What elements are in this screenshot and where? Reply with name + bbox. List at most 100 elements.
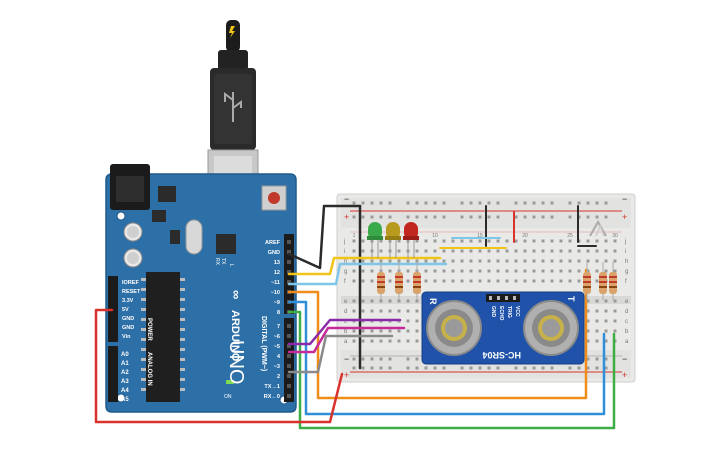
breadboard-hole[interactable] [604, 269, 608, 273]
breadboard-hole[interactable] [478, 259, 482, 263]
breadboard-hole[interactable] [379, 309, 383, 313]
breadboard-hole[interactable] [550, 215, 554, 219]
breadboard-hole[interactable] [370, 201, 374, 205]
breadboard-hole[interactable] [505, 239, 509, 243]
breadboard-hole[interactable] [379, 259, 383, 263]
breadboard-hole[interactable] [577, 249, 581, 253]
breadboard-hole[interactable] [604, 366, 608, 370]
breadboard-hole[interactable] [469, 215, 473, 219]
breadboard-hole[interactable] [388, 215, 392, 219]
wire-black-gnd[interactable] [287, 204, 362, 270]
breadboard-hole[interactable] [586, 249, 590, 253]
breadboard-hole[interactable] [406, 299, 410, 303]
breadboard-hole[interactable] [424, 259, 428, 263]
breadboard-hole[interactable] [433, 239, 437, 243]
breadboard-hole[interactable] [604, 259, 608, 263]
breadboard-hole[interactable] [433, 249, 437, 253]
breadboard-hole[interactable] [550, 279, 554, 283]
breadboard-hole[interactable] [559, 239, 563, 243]
breadboard-hole[interactable] [370, 357, 374, 361]
breadboard-hole[interactable] [361, 279, 365, 283]
breadboard-hole[interactable] [586, 215, 590, 219]
breadboard-hole[interactable] [541, 259, 545, 263]
breadboard-hole[interactable] [469, 239, 473, 243]
breadboard-hole[interactable] [523, 366, 527, 370]
breadboard-hole[interactable] [523, 239, 527, 243]
breadboard-hole[interactable] [487, 249, 491, 253]
breadboard-hole[interactable] [541, 239, 545, 243]
breadboard-hole[interactable] [469, 201, 473, 205]
breadboard-hole[interactable] [361, 309, 365, 313]
breadboard-hole[interactable] [541, 269, 545, 273]
breadboard-hole[interactable] [514, 279, 518, 283]
breadboard-hole[interactable] [388, 366, 392, 370]
breadboard-hole[interactable] [397, 259, 401, 263]
breadboard-hole[interactable] [370, 215, 374, 219]
breadboard-hole[interactable] [550, 366, 554, 370]
breadboard-hole[interactable] [595, 339, 599, 343]
breadboard-hole[interactable] [586, 259, 590, 263]
breadboard-hole[interactable] [442, 201, 446, 205]
breadboard-hole[interactable] [370, 299, 374, 303]
breadboard-hole[interactable] [379, 329, 383, 333]
breadboard-hole[interactable] [460, 239, 464, 243]
breadboard-hole[interactable] [379, 299, 383, 303]
breadboard-hole[interactable] [397, 299, 401, 303]
breadboard-hole[interactable] [532, 249, 536, 253]
breadboard-hole[interactable] [424, 215, 428, 219]
breadboard-hole[interactable] [424, 366, 428, 370]
breadboard-hole[interactable] [586, 201, 590, 205]
breadboard-hole[interactable] [577, 366, 581, 370]
wire-magenta[interactable] [287, 326, 406, 354]
resistor[interactable] [377, 262, 385, 300]
breadboard-hole[interactable] [397, 249, 401, 253]
breadboard-hole[interactable] [388, 309, 392, 313]
breadboard-hole[interactable] [478, 249, 482, 253]
breadboard-hole[interactable] [604, 329, 608, 333]
breadboard-hole[interactable] [415, 249, 419, 253]
breadboard-hole[interactable] [595, 201, 599, 205]
breadboard-hole[interactable] [568, 259, 572, 263]
breadboard-hole[interactable] [604, 239, 608, 243]
breadboard-hole[interactable] [478, 269, 482, 273]
breadboard-hole[interactable] [550, 259, 554, 263]
breadboard-hole[interactable] [586, 357, 590, 361]
breadboard-hole[interactable] [406, 339, 410, 343]
breadboard-hole[interactable] [550, 201, 554, 205]
breadboard-hole[interactable] [361, 259, 365, 263]
breadboard-hole[interactable] [415, 366, 419, 370]
breadboard-hole[interactable] [577, 279, 581, 283]
breadboard-hole[interactable] [397, 339, 401, 343]
breadboard-hole[interactable] [568, 239, 572, 243]
breadboard-hole[interactable] [406, 259, 410, 263]
breadboard-hole[interactable] [613, 319, 617, 323]
breadboard-hole[interactable] [433, 366, 437, 370]
breadboard-hole[interactable] [523, 269, 527, 273]
wire-gray[interactable] [287, 334, 394, 374]
breadboard-hole[interactable] [496, 366, 500, 370]
breadboard-hole[interactable] [379, 201, 383, 205]
breadboard-hole[interactable] [424, 201, 428, 205]
breadboard-hole[interactable] [397, 239, 401, 243]
breadboard-hole[interactable] [442, 279, 446, 283]
breadboard-hole[interactable] [406, 366, 410, 370]
breadboard-hole[interactable] [397, 329, 401, 333]
breadboard-hole[interactable] [550, 269, 554, 273]
breadboard-hole[interactable] [514, 201, 518, 205]
breadboard-hole[interactable] [352, 357, 356, 361]
breadboard-hole[interactable] [577, 201, 581, 205]
breadboard-hole[interactable] [451, 259, 455, 263]
breadboard-hole[interactable] [550, 239, 554, 243]
breadboard-hole[interactable] [415, 319, 419, 323]
breadboard-hole[interactable] [352, 269, 356, 273]
breadboard-hole[interactable] [541, 201, 545, 205]
breadboard-hole[interactable] [559, 249, 563, 253]
breadboard-hole[interactable] [487, 269, 491, 273]
breadboard-hole[interactable] [424, 279, 428, 283]
breadboard-hole[interactable] [352, 249, 356, 253]
breadboard-hole[interactable] [505, 269, 509, 273]
breadboard-hole[interactable] [388, 259, 392, 263]
breadboard-hole[interactable] [352, 366, 356, 370]
breadboard-hole[interactable] [568, 201, 572, 205]
breadboard-hole[interactable] [406, 309, 410, 313]
